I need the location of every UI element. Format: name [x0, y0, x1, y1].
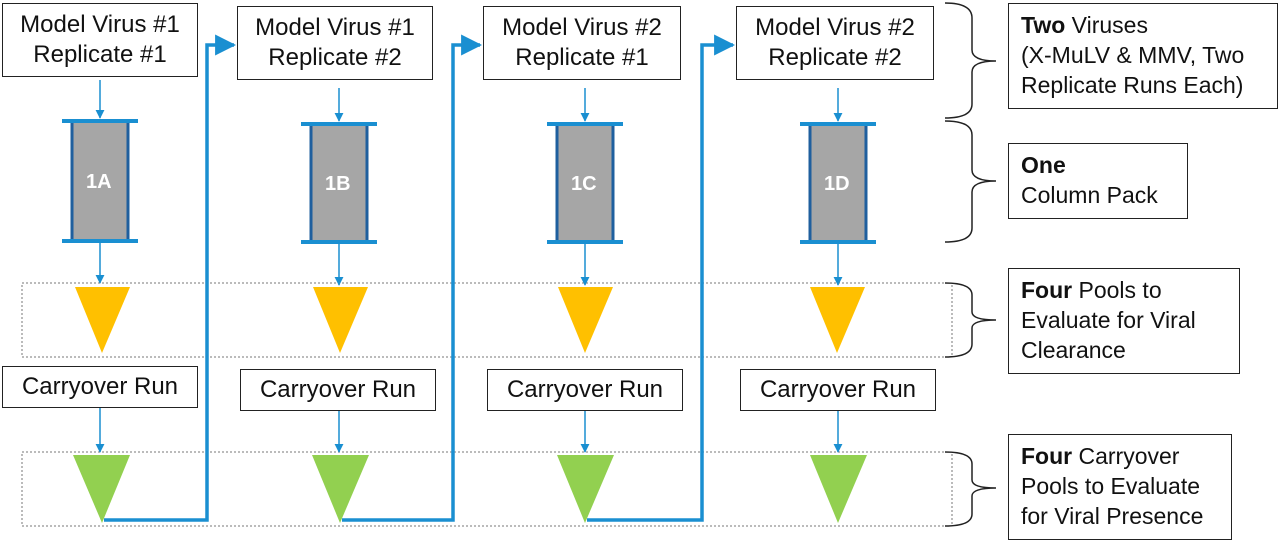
note-text: Column Pack — [1021, 182, 1158, 208]
column-label-1c: 1C — [571, 173, 597, 195]
note-text: Replicate Runs Each) — [1021, 72, 1244, 98]
brace-viruses — [944, 2, 997, 119]
carryover-band — [21, 451, 953, 527]
note-carryover: Four Carryover Pools to Evaluate for Vir… — [1008, 434, 1232, 540]
brace-column — [944, 120, 997, 243]
column-label-1b: 1B — [325, 173, 351, 195]
note-text: Evaluate for Viral — [1021, 307, 1196, 333]
virus-box-run-4: Model Virus #2 Replicate #2 — [736, 6, 934, 80]
pool-triangle-1b — [313, 287, 368, 353]
virus-name: Model Virus #2 — [755, 14, 915, 41]
carryover-box-run-4: Carryover Run — [740, 369, 936, 411]
carryover-triangle-1c — [557, 455, 614, 523]
column-1a — [62, 119, 138, 243]
replicate-name: Replicate #2 — [268, 44, 402, 71]
carryover-triangle-1a — [73, 455, 130, 523]
column-1b — [301, 122, 377, 244]
brace-pools — [944, 282, 997, 358]
note-text: Carryover — [1072, 443, 1180, 469]
column-label-1a: 1A — [86, 171, 112, 193]
connector-1b-to-1c — [342, 34, 483, 522]
note-text: Pools to Evaluate — [1021, 473, 1201, 499]
note-text: Viruses — [1065, 12, 1148, 38]
carryover-box-run-3: Carryover Run — [487, 369, 683, 411]
replicate-name: Replicate #2 — [768, 44, 902, 71]
carryover-label: Carryover Run — [506, 376, 664, 403]
note-text: Pools to — [1072, 277, 1162, 303]
virus-name: Model Virus #1 — [255, 14, 415, 41]
carryover-box-run-2: Carryover Run — [240, 369, 436, 411]
virus-name: Model Virus #1 — [20, 11, 180, 38]
connector-1a-to-1b — [104, 34, 237, 522]
virus-name: Model Virus #2 — [502, 14, 662, 41]
carryover-triangle-1d — [810, 455, 867, 523]
pool-triangle-1d — [810, 287, 865, 353]
note-bold: Four — [1021, 443, 1073, 469]
pool-triangle-1c — [558, 287, 613, 353]
column-label-1d: 1D — [824, 173, 850, 195]
note-text: (X-MuLV & MMV, Two — [1021, 42, 1245, 68]
column-1d — [800, 122, 876, 244]
carryover-label: Carryover Run — [259, 376, 417, 403]
virus-box-run-1: Model Virus #1 Replicate #1 — [2, 3, 198, 77]
note-pools: Four Pools to Evaluate for Viral Clearan… — [1008, 268, 1240, 374]
virus-box-run-3: Model Virus #2 Replicate #1 — [483, 6, 681, 80]
brace-carryover — [944, 451, 997, 527]
note-viruses: Two Viruses (X-MuLV & MMV, Two Replicate… — [1008, 3, 1278, 109]
note-bold: Four — [1021, 277, 1073, 303]
pools-band — [21, 282, 953, 358]
replicate-name: Replicate #1 — [33, 41, 167, 68]
virus-box-run-2: Model Virus #1 Replicate #2 — [237, 6, 433, 80]
carryover-label: Carryover Run — [21, 373, 179, 400]
pool-triangle-1a — [75, 287, 130, 353]
carryover-triangle-1b — [312, 455, 369, 523]
carryover-box-run-1: Carryover Run — [2, 366, 198, 408]
note-column: One Column Pack — [1008, 143, 1188, 219]
column-1c — [547, 122, 623, 244]
connector-1c-to-1d — [587, 34, 736, 522]
note-bold: Two — [1021, 12, 1066, 38]
note-text: Clearance — [1021, 337, 1126, 363]
note-text: for Viral Presence — [1021, 503, 1204, 529]
note-bold: One — [1021, 152, 1066, 178]
replicate-name: Replicate #1 — [515, 44, 649, 71]
carryover-label: Carryover Run — [759, 376, 917, 403]
